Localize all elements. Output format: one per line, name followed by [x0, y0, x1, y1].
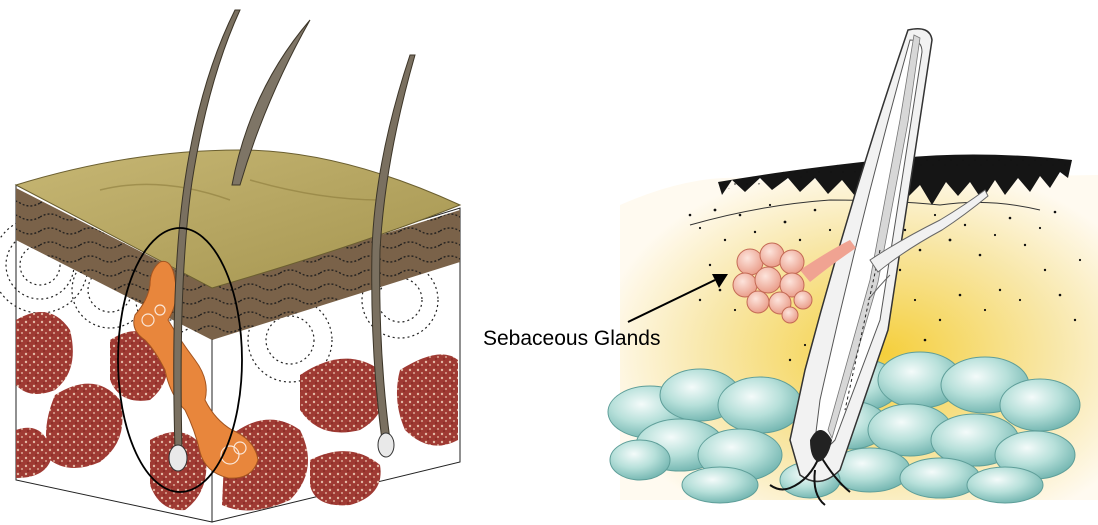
sebaceous-glands-label: Sebaceous Glands — [483, 327, 660, 350]
follicle-bulb-right — [378, 433, 394, 457]
follicle-bulb-left — [169, 445, 187, 471]
skin-cross-section — [0, 10, 460, 522]
follicle-illustration: Sebaceous Glands — [483, 29, 1098, 505]
